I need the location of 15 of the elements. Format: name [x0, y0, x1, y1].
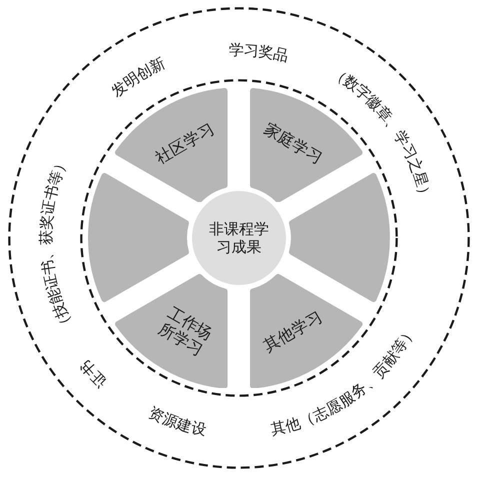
ring-label: （数字徽章、学习之星） [328, 64, 436, 203]
ring-label: （技能证书、获奖证书等） [36, 154, 78, 335]
outer-dashed-ring [8, 7, 470, 469]
sector-label: 其他学习 [260, 308, 326, 356]
sector-label: 社区学习 [152, 120, 218, 168]
ring-label: 证书 [76, 356, 110, 391]
ring-label: 学习奖品 [228, 40, 290, 66]
center-label: 非课程学习成果 [209, 220, 269, 256]
sector-label: 工作场所学习 [155, 304, 215, 360]
sector-segment [88, 173, 189, 303]
sector-segment [115, 274, 228, 388]
ring-label: 发明创新 [108, 54, 168, 101]
ring-label: 资源建设 [146, 403, 208, 440]
sector-label: 家庭学习 [260, 120, 326, 168]
sector-segment [289, 173, 390, 303]
